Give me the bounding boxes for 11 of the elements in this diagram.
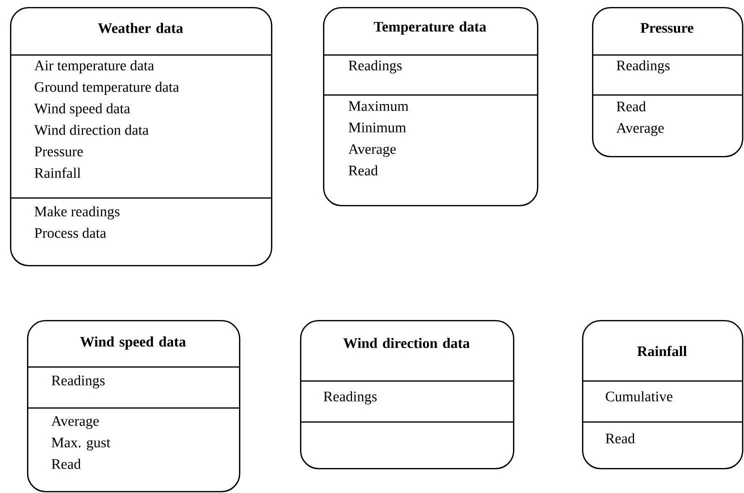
member-list: Read Average xyxy=(616,101,664,136)
member-list: Maximum Minimum Average Read xyxy=(348,101,408,176)
member-list: Readings xyxy=(52,375,105,388)
member-list: Read xyxy=(606,433,635,444)
member-list: Readings xyxy=(616,60,670,74)
member-list: Air temperature data Ground temperature data Wind speed data Wind direction data Pressure Rainfall xyxy=(34,60,179,178)
member-list: Average Max. gust Read xyxy=(51,416,110,469)
member-list: Readings xyxy=(348,60,402,74)
member-list: Cumulative xyxy=(606,391,672,402)
member-list: Readings xyxy=(324,391,377,404)
member-list: Make readings Process data xyxy=(34,206,120,238)
